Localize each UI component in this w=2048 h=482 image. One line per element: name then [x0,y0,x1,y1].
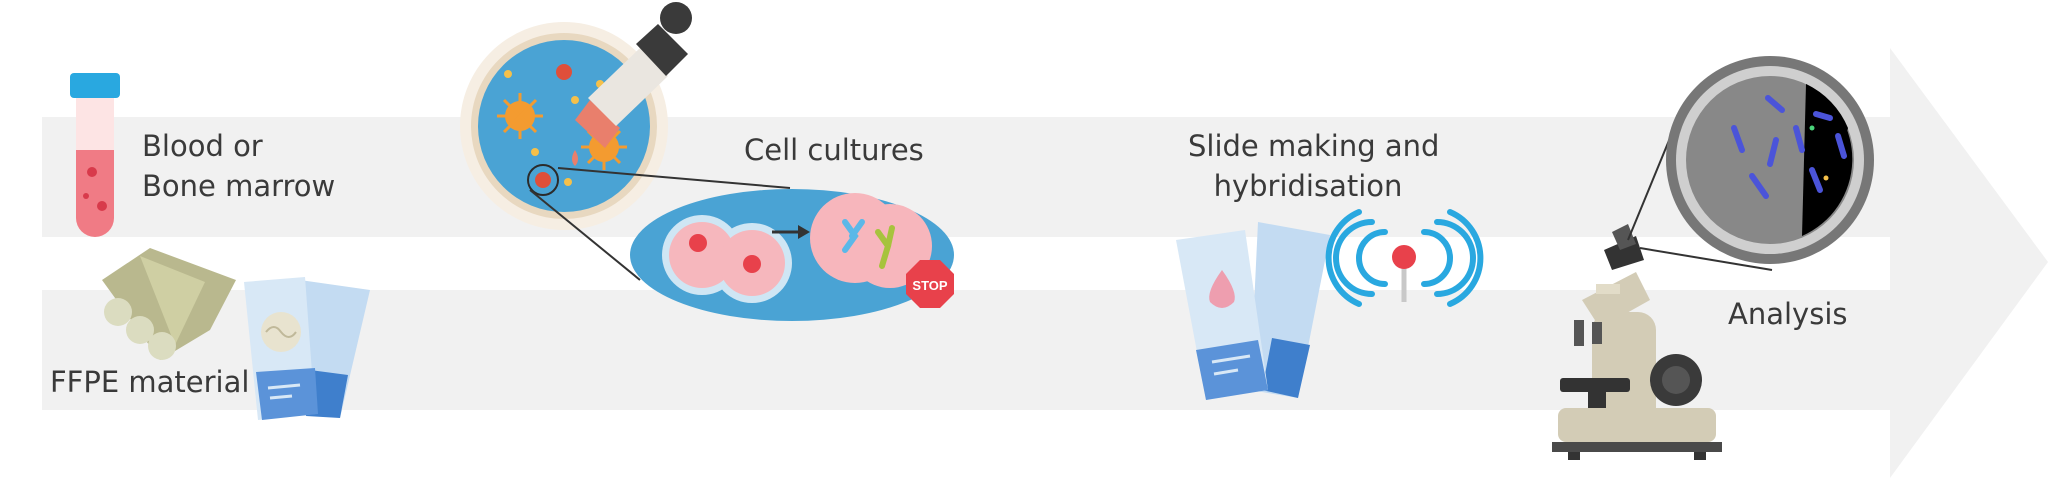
cell-division-icon [630,189,954,321]
zoom-line [1627,137,1671,241]
slide-label-line2: hybridisation [1213,169,1403,203]
zoom-line [529,189,641,281]
culture-label: Cell cultures [744,133,924,167]
microscope-icon [1552,224,1722,460]
dropper-icon [572,2,692,166]
zoom-line [557,167,791,189]
analysis-label: Analysis [1728,297,1848,331]
ffpe-label: FFPE material [50,365,250,399]
blood-slide-icon [1176,222,1330,400]
slide-label-line1: Slide making and [1188,129,1440,163]
tissue-slide-icon [244,277,370,420]
magnifier-icon [1666,56,1874,264]
stop-sign-icon: STOP [906,260,954,308]
zoom-line [1639,247,1773,271]
blood-tube-icon [70,73,120,237]
blood-label: Blood or Bone marrow [142,126,335,206]
slide-label: Slide making and hybridisation [1188,126,1440,206]
blood-label-line2: Bone marrow [142,169,336,203]
tissue-rolls-icon [102,248,236,360]
stop-sign-text: STOP [912,278,947,293]
radio-signal-icon [1325,209,1484,307]
blood-label-line1: Blood or [142,129,263,163]
